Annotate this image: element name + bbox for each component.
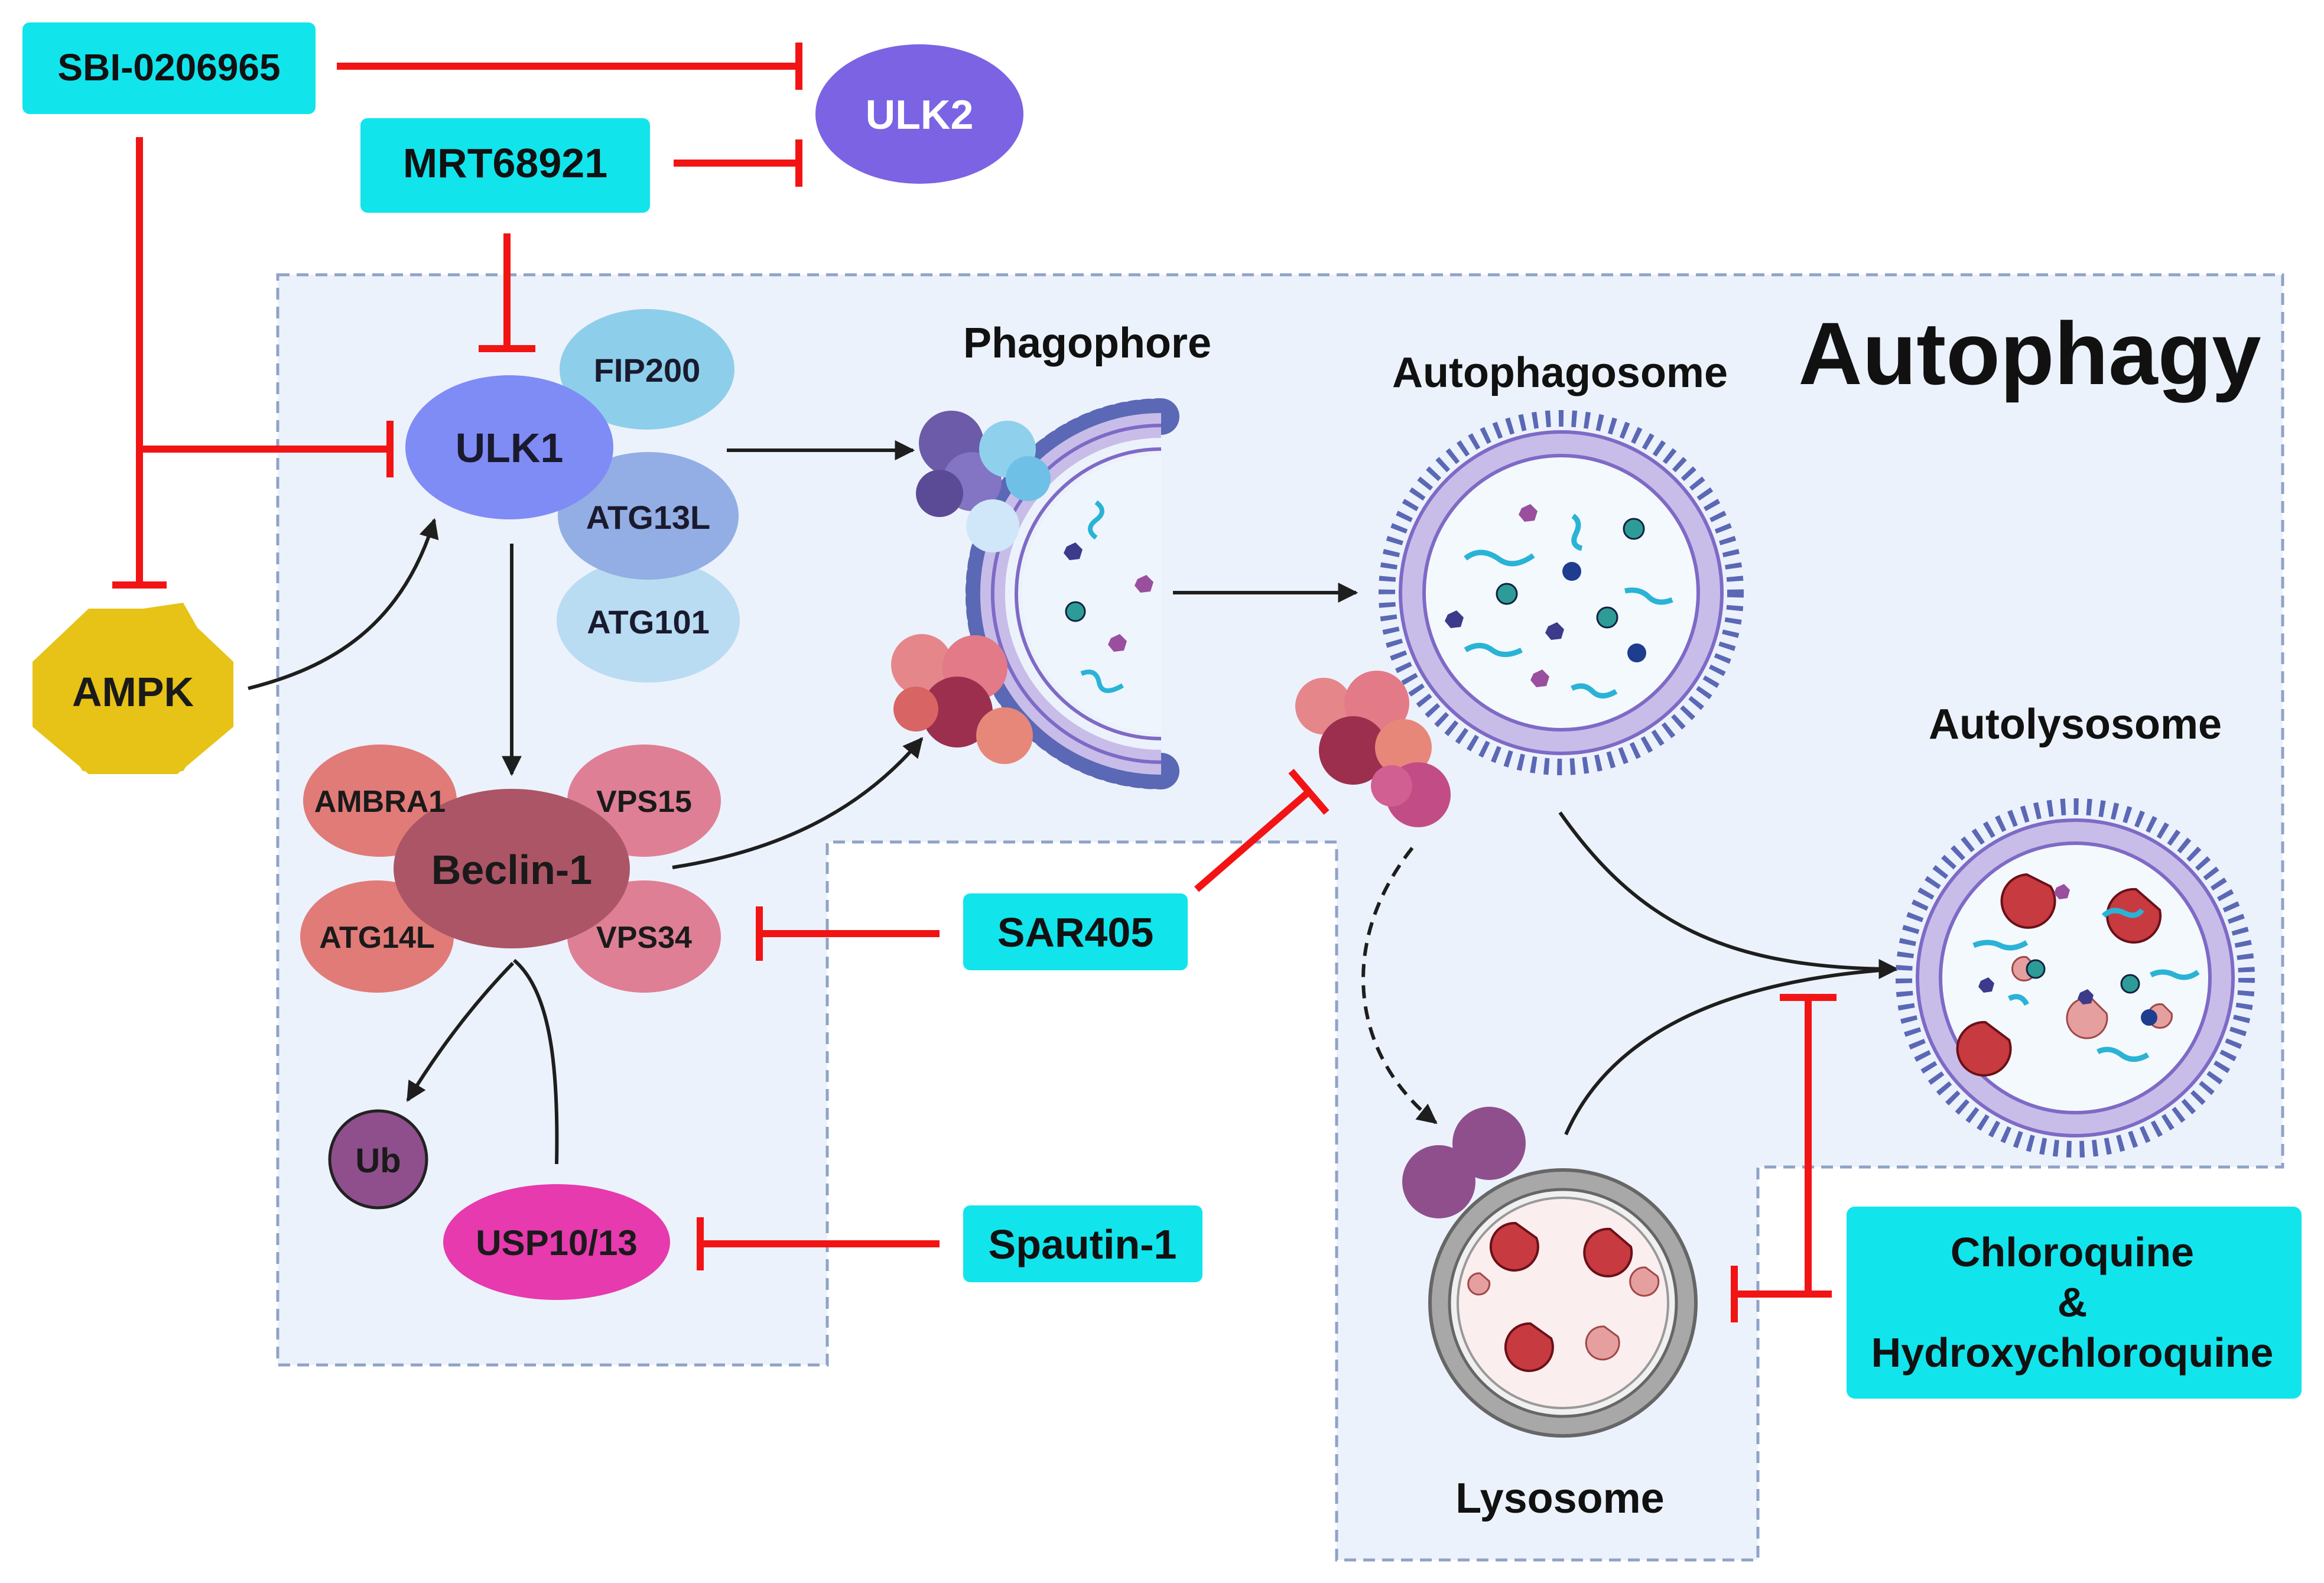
usp-to-beclin-line bbox=[513, 958, 559, 1165]
lysosome-to-autolysosome-arrow bbox=[1564, 967, 1897, 1136]
ampersand-label: & bbox=[2058, 1279, 2088, 1325]
autophagy-title: Autophagy bbox=[1798, 304, 2261, 403]
atg101-label: ATG101 bbox=[587, 603, 709, 641]
activation-arrows bbox=[248, 440, 1899, 1165]
lysosome-vesicle bbox=[1402, 1107, 1698, 1438]
atg13l-label: ATG13L bbox=[586, 499, 711, 536]
beclin-to-ub-arrow bbox=[406, 961, 515, 1102]
ulk-complex: FIP200 ATG13L ATG101 ULK1 bbox=[405, 309, 740, 682]
atg101-node bbox=[557, 558, 740, 682]
ambra1-label: AMBRA1 bbox=[314, 785, 446, 819]
vps34-label: VPS34 bbox=[596, 921, 692, 955]
beclin-to-phagophore-arrow bbox=[672, 737, 924, 869]
chloroquine-box: Chloroquine & Hydroxychloroquine bbox=[1847, 1207, 2302, 1399]
fip200-node bbox=[560, 309, 734, 430]
mrt68921-label: MRT68921 bbox=[403, 140, 607, 186]
ampk-label: AMPK bbox=[72, 669, 194, 715]
beclin-1-label: Beclin-1 bbox=[431, 847, 592, 893]
beclin-1-node bbox=[394, 789, 630, 948]
ulk2-node: ULK2 bbox=[815, 44, 1023, 184]
inhibition-lines bbox=[112, 43, 1837, 1322]
spautin-1-label: Spautin-1 bbox=[989, 1221, 1177, 1267]
autophagosome-to-autolysosome-arrow bbox=[1558, 811, 1899, 979]
usp10-13-node: USP10/13 bbox=[443, 1184, 670, 1300]
autophagosome-to-lysosome-arrow bbox=[1361, 847, 1438, 1124]
usp10-13-label: USP10/13 bbox=[476, 1223, 638, 1263]
ulk1-node bbox=[405, 375, 613, 519]
sar405-to-autophagosome-inhibition bbox=[1194, 789, 1311, 892]
lysosome-label: Lysosome bbox=[1455, 1475, 1664, 1522]
ub-label: Ub bbox=[355, 1142, 401, 1180]
ampk-node: AMPK bbox=[32, 603, 233, 774]
phagophore-ulk-blob bbox=[916, 411, 1051, 552]
ub-node: Ub bbox=[328, 1109, 428, 1210]
sar405-label: SAR405 bbox=[997, 909, 1154, 955]
ampk-to-ulk1-arrow bbox=[248, 518, 439, 690]
sbi-0206965-box: SBI-0206965 bbox=[22, 22, 316, 114]
beclin-complex: AMBRA1 VPS15 ATG14L VPS34 Beclin-1 bbox=[300, 745, 721, 993]
chloroquine-label: Chloroquine bbox=[1951, 1229, 2194, 1275]
vps15-label: VPS15 bbox=[596, 785, 692, 819]
ulk2-label: ULK2 bbox=[866, 92, 974, 138]
atg14l-label: ATG14L bbox=[319, 921, 435, 955]
autolysosome-label: Autolysosome bbox=[1929, 701, 2222, 748]
lysosome-protein-blob-2 bbox=[1452, 1107, 1526, 1180]
autophagosome-label: Autophagosome bbox=[1392, 349, 1728, 396]
phagophore-label: Phagophore bbox=[963, 320, 1211, 367]
phagophore-beclin-blob bbox=[891, 634, 1033, 764]
autolysosome-vesicle bbox=[1896, 798, 2255, 1158]
autophagosome-protein-blob bbox=[1295, 671, 1451, 827]
main-region bbox=[276, 273, 2284, 1562]
mrt68921-box: MRT68921 bbox=[360, 118, 650, 213]
atg13l-node bbox=[558, 452, 739, 580]
lysosome-protein-blob-1 bbox=[1402, 1145, 1475, 1218]
sbi-0206965-label: SBI-0206965 bbox=[57, 46, 280, 89]
spautin-1-box: Spautin-1 bbox=[963, 1205, 1202, 1282]
autophagosome-vesicle bbox=[1295, 410, 1744, 827]
phagophore-membrane bbox=[891, 398, 1179, 789]
fip200-label: FIP200 bbox=[594, 352, 701, 389]
ulk1-label: ULK1 bbox=[456, 425, 564, 471]
sar405-box: SAR405 bbox=[963, 893, 1188, 970]
hydroxychloroquine-label: Hydroxychloroquine bbox=[1871, 1330, 2274, 1376]
